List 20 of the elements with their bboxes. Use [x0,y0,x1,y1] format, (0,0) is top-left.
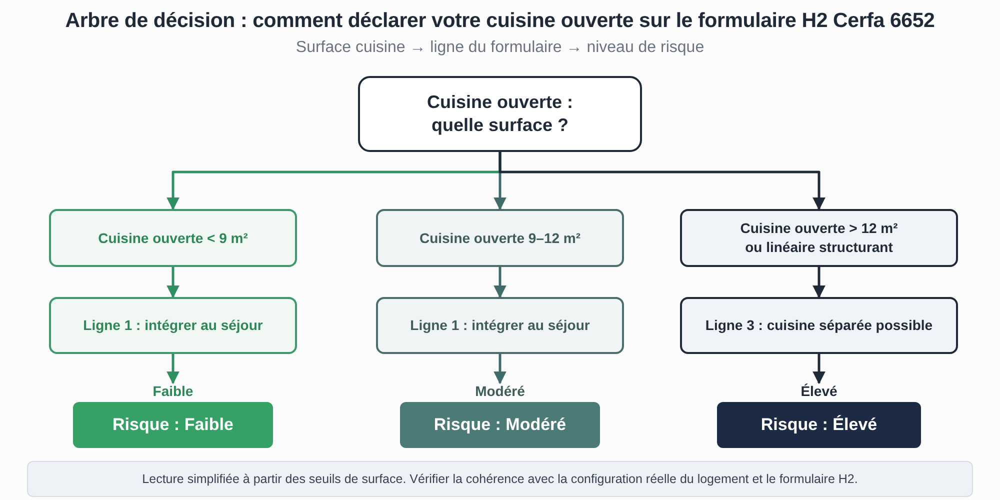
condition-box: Cuisine ouverte 9–12 m² [376,209,624,267]
risk-badge: Risque : Faible [73,402,273,448]
condition-box: Cuisine ouverte < 9 m² [49,209,297,267]
arrow [812,354,826,384]
question-box: Cuisine ouverte : quelle surface ? [358,76,642,152]
risk-badge: Risque : Modéré [400,402,600,448]
diagram-subtitle: Surface cuisine → ligne du formulaire → niveau de risque [296,38,704,58]
arrow [498,152,826,210]
note-box: Lecture simplifiée à partir des seuils de surface. Vérifier la cohérence avec la configuration réelle du logement et le formulaire H2. [27,461,973,497]
condition-box: Cuisine ouverte > 12 m² ou linéaire structurant [680,209,958,267]
risk-level-label: Élevé [800,383,838,399]
diagram-title: Arbre de décision : comment déclarer votre cuisine ouverte sur le formulaire H2 Cerfa 6652 [65,8,935,34]
risk-level-label: Modéré [475,383,525,399]
arrow [166,267,180,298]
arrow [494,267,506,298]
risk-badge: Risque : Élevé [717,402,921,448]
arrow [166,354,180,384]
arrow [812,267,826,298]
arrow [494,354,506,384]
risk-level-label: Faible [152,383,194,399]
